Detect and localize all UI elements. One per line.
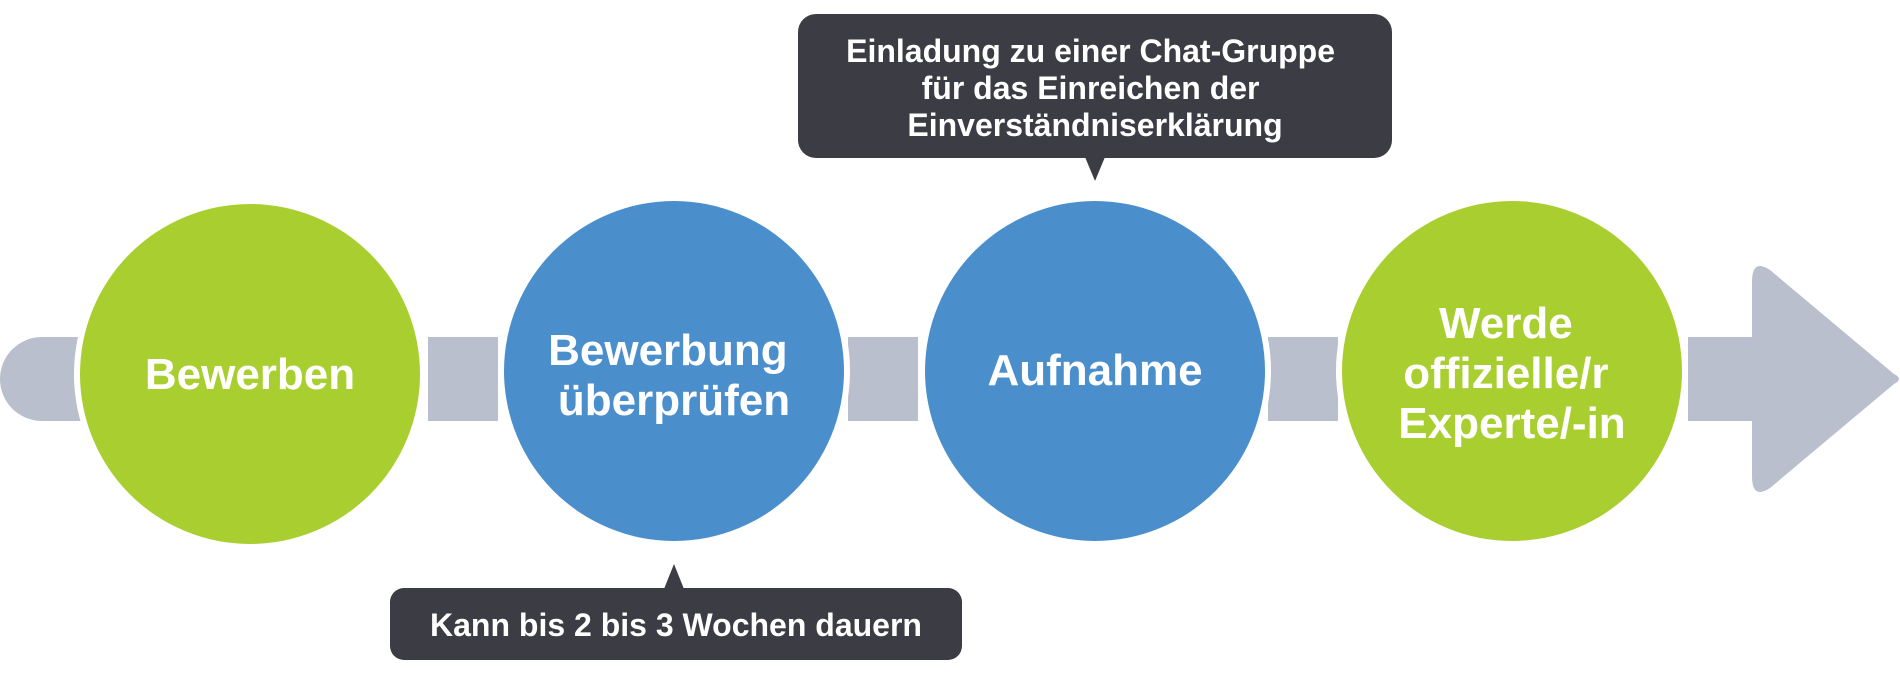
step-offizielle-experte: Werde offizielle/r Experte/-in [1336, 195, 1688, 547]
step-label: Werde offizielle/r Experte/-in [1398, 299, 1625, 448]
connector-segment-2 [428, 337, 498, 421]
step-circle [925, 201, 1265, 541]
step-label: Aufnahme [987, 346, 1202, 395]
step-label-line: Bewerben [145, 350, 355, 399]
connector-segment-5 [1688, 337, 1752, 421]
step-circle [1342, 201, 1682, 541]
connector-band [0, 266, 1899, 492]
callout-box [390, 588, 962, 660]
step-label-line: Bewerbung [548, 326, 788, 375]
callout-line: Einladung zu einer Chat-Gruppe [846, 33, 1335, 69]
step-label: Bewerbung überprüfen [548, 326, 800, 425]
step-label-line: überprüfen [558, 376, 790, 425]
callout-bottom: Kann bis 2 bis 3 Wochen dauern [390, 564, 962, 660]
callout-pointer [664, 564, 684, 589]
step-bewerben: Bewerben [74, 198, 426, 550]
callout-line: Einverständniserklärung [907, 107, 1282, 143]
connector-segment-4 [1268, 337, 1338, 421]
step-aufnahme: Aufnahme [919, 195, 1271, 547]
arrow-head [1752, 266, 1899, 492]
callout-line: Kann bis 2 bis 3 Wochen dauern [430, 607, 922, 643]
step-label: Bewerben [145, 350, 355, 399]
step-circle [80, 204, 420, 544]
step-label-line: Aufnahme [987, 346, 1202, 395]
callout-top: Einladung zu einer Chat-Gruppe für das E… [798, 14, 1392, 181]
step-label-line: Werde [1439, 299, 1573, 348]
step-label-line: offizielle/r [1403, 349, 1608, 398]
connector-segment-3 [848, 337, 918, 421]
callout-text: Kann bis 2 bis 3 Wochen dauern [430, 607, 922, 643]
step-circle [504, 201, 844, 541]
callout-pointer [1085, 157, 1105, 181]
step-label-line: Experte/-in [1398, 399, 1625, 448]
connector-start-cap [0, 337, 72, 421]
step-bewerbung-ueberpruefen: Bewerbung überprüfen [498, 195, 850, 547]
callout-box [798, 14, 1392, 158]
callout-text: Einladung zu einer Chat-Gruppe für das E… [846, 33, 1344, 143]
callout-line: für das Einreichen der [922, 70, 1260, 106]
